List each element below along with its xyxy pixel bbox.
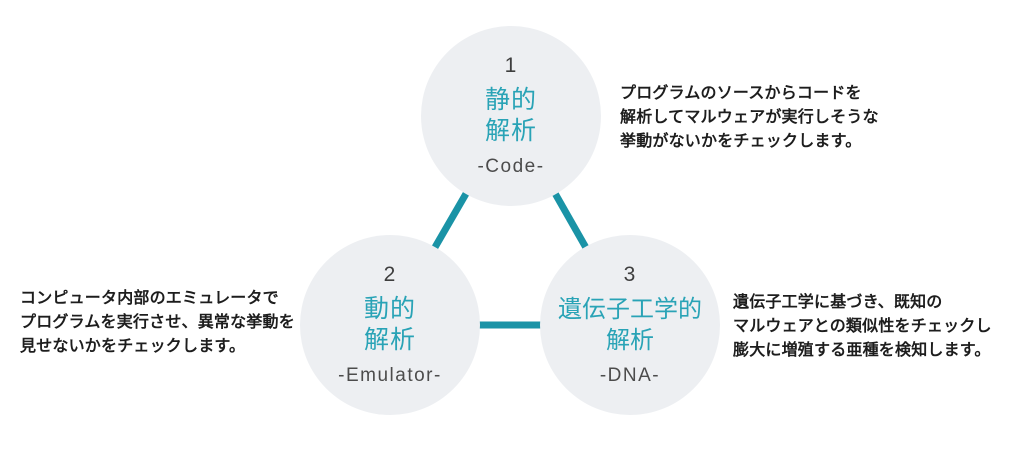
circle-static-analysis: 1 静的 解析 -Code-: [421, 26, 601, 206]
description-line: プログラムのソースからコードを: [620, 85, 862, 102]
circle-number: 3: [623, 263, 637, 286]
circle-sublabel: -Code-: [477, 156, 545, 177]
description-line: 挙動がないかをチェックします。: [620, 133, 862, 150]
circle-title-line: 遺伝子工学的: [558, 296, 702, 323]
description-line: コンピュータ内部のエミュレータで: [20, 290, 279, 307]
description-static-analysis: プログラムのソースからコードを 解析してマルウェアが実行しそうな 挙動がないかを…: [620, 82, 879, 154]
description-genetic-analysis: 遺伝子工学に基づき、既知の マルウェアとの類似性をチェックし 膨大に増殖する亜種…: [733, 291, 992, 363]
description-line: 見せないかをチェックします。: [20, 338, 246, 355]
circle-number: 1: [504, 54, 518, 77]
circle-title-line: 解析: [606, 327, 654, 354]
circle-dynamic-analysis: 2 動的 解析 -Emulator-: [300, 235, 480, 415]
circle-title-line: 解析: [484, 117, 537, 145]
circle-genetic-analysis: 3 遺伝子工学的 解析 -DNA-: [540, 235, 720, 415]
description-line: 膨大に増殖する亜種を検知します。: [733, 342, 991, 359]
circle-sublabel: -Emulator-: [338, 365, 442, 386]
description-line: 遺伝子工学に基づき、既知の: [733, 294, 943, 311]
circle-title-line: 静的: [484, 86, 537, 114]
circle-title-line: 解析: [363, 326, 416, 354]
description-line: プログラムを実行させ、異常な挙動を: [20, 314, 295, 331]
circle-number: 2: [383, 263, 397, 286]
circle-title-line: 動的: [363, 295, 416, 323]
description-line: マルウェアとの類似性をチェックし: [733, 318, 992, 335]
description-dynamic-analysis: コンピュータ内部のエミュレータで プログラムを実行させ、異常な挙動を 見せないか…: [20, 287, 295, 359]
circle-sublabel: -DNA-: [599, 365, 661, 386]
description-line: 解析してマルウェアが実行しそうな: [620, 109, 879, 126]
